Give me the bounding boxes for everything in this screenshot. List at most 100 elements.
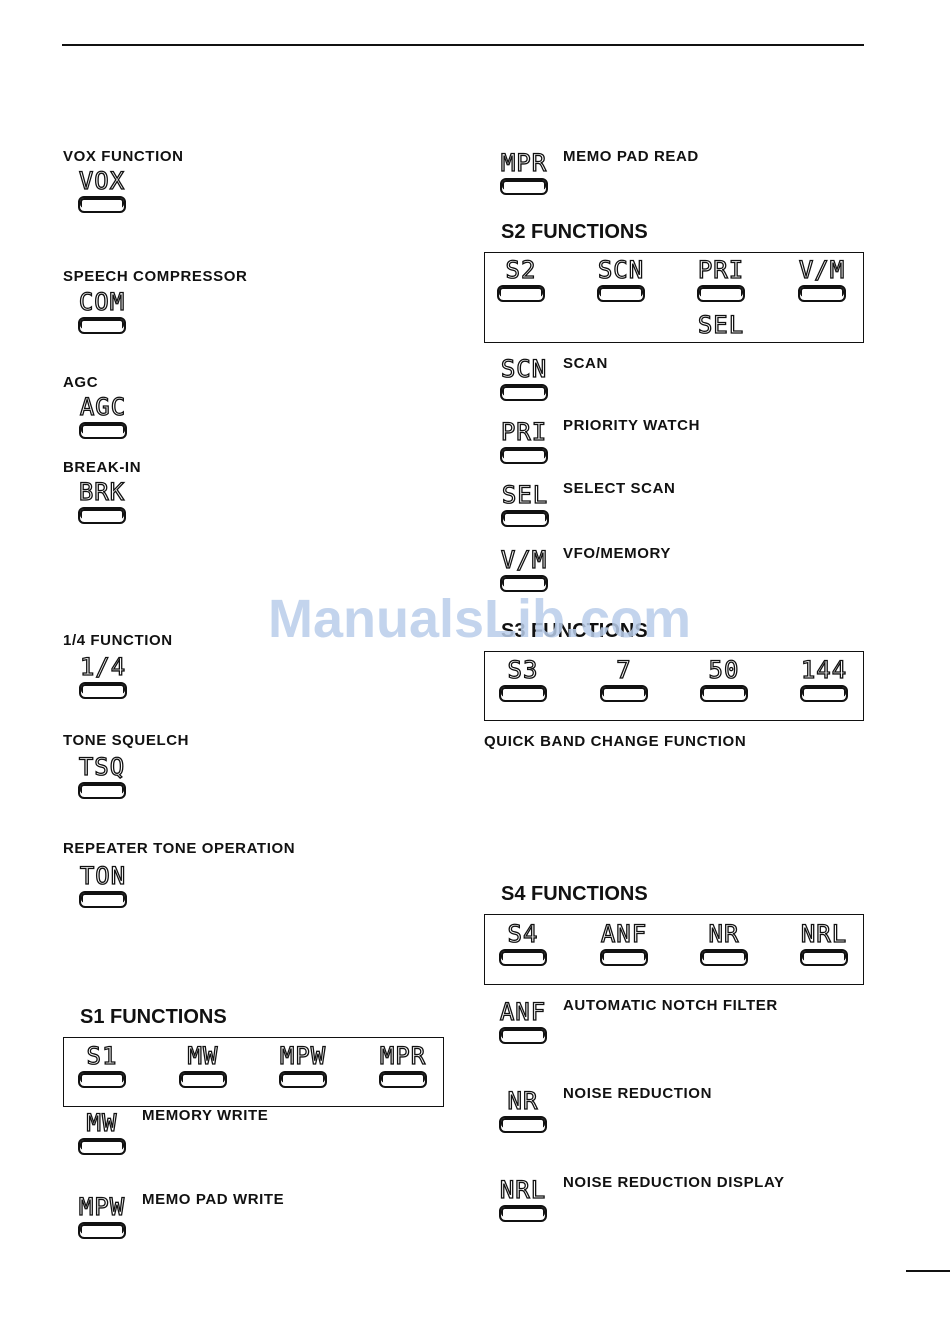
key-display: S1 <box>86 1042 118 1070</box>
ton-key[interactable]: TON <box>75 862 131 908</box>
key-button[interactable] <box>499 685 547 702</box>
key-display: ANF <box>499 998 547 1026</box>
vox-key[interactable]: VOX <box>74 167 130 213</box>
key-display: MPW <box>279 1042 327 1070</box>
scn-key[interactable]: SCN <box>593 256 649 302</box>
vm-key-detail[interactable]: V/M <box>496 546 552 592</box>
mpr-key[interactable]: MPR <box>375 1042 431 1088</box>
key-button[interactable] <box>279 1071 327 1088</box>
key-button[interactable] <box>500 447 548 464</box>
anf-key[interactable]: ANF <box>596 920 652 966</box>
key-display: NR <box>507 1087 539 1115</box>
quarter-key[interactable]: 1/4 <box>75 653 131 699</box>
key-button[interactable] <box>600 685 648 702</box>
key-button[interactable] <box>497 285 545 302</box>
page-corner-rule <box>906 1270 950 1272</box>
key-button[interactable] <box>597 285 645 302</box>
key-display: MPR <box>500 149 548 177</box>
s1-heading: S1 FUNCTIONS <box>80 1006 227 1028</box>
automatic-notch-filter-label: AUTOMATIC NOTCH FILTER <box>563 997 778 1014</box>
key-display: 50 <box>708 656 740 684</box>
key-display: NRL <box>499 1176 547 1204</box>
pri-key[interactable]: PRI <box>693 256 749 302</box>
s1-key[interactable]: S1 <box>74 1042 130 1088</box>
key-display: MW <box>187 1042 219 1070</box>
nrl-key-detail[interactable]: NRL <box>495 1176 551 1222</box>
key-display: VOX <box>78 167 126 195</box>
key-display: MPR <box>379 1042 427 1070</box>
pri-key-detail[interactable]: PRI <box>496 418 552 464</box>
key-button[interactable] <box>697 285 745 302</box>
key-button[interactable] <box>700 685 748 702</box>
scn-key-detail[interactable]: SCN <box>496 355 552 401</box>
s3-key[interactable]: S3 <box>495 656 551 702</box>
s2-function-box: S2 SCN PRI V/M SEL <box>484 252 864 343</box>
key-display: AGC <box>79 393 127 421</box>
brk-key[interactable]: BRK <box>74 478 130 524</box>
vfo-memory-label: VFO/MEMORY <box>563 545 671 562</box>
key-button[interactable] <box>78 1138 126 1155</box>
key-button[interactable] <box>78 1222 126 1239</box>
mpw-key[interactable]: MPW <box>275 1042 331 1088</box>
s4-function-box: S4 ANF NR NRL <box>484 914 864 985</box>
key-display: V/M <box>500 546 548 574</box>
scan-label: SCAN <box>563 355 608 372</box>
speech-compressor-label: SPEECH COMPRESSOR <box>63 268 248 285</box>
key-display: COM <box>78 288 126 316</box>
key-button[interactable] <box>499 949 547 966</box>
key-button[interactable] <box>78 196 126 213</box>
key-display: S2 <box>505 256 537 284</box>
memo-pad-read-label: MEMO PAD READ <box>563 148 699 165</box>
s4-key[interactable]: S4 <box>495 920 551 966</box>
key-button[interactable] <box>600 949 648 966</box>
agc-key[interactable]: AGC <box>75 393 131 439</box>
key-button[interactable] <box>499 1027 547 1044</box>
key-button[interactable] <box>79 422 127 439</box>
key-button[interactable] <box>800 685 848 702</box>
s2-key[interactable]: S2 <box>493 256 549 302</box>
repeater-tone-label: REPEATER TONE OPERATION <box>63 840 296 857</box>
band-50-key[interactable]: 50 <box>696 656 752 702</box>
key-button[interactable] <box>78 1071 126 1088</box>
key-button[interactable] <box>79 891 127 908</box>
key-button[interactable] <box>700 949 748 966</box>
mpw-key-detail[interactable]: MPW <box>74 1193 130 1239</box>
key-button[interactable] <box>501 510 549 527</box>
key-button[interactable] <box>79 682 127 699</box>
nr-key[interactable]: NR <box>696 920 752 966</box>
key-button[interactable] <box>500 178 548 195</box>
memory-write-label: MEMORY WRITE <box>142 1107 269 1124</box>
key-button[interactable] <box>500 575 548 592</box>
tsq-key[interactable]: TSQ <box>74 753 130 799</box>
key-button[interactable] <box>499 1116 547 1133</box>
s2-heading: S2 FUNCTIONS <box>501 221 648 243</box>
mpr-key-detail[interactable]: MPR <box>496 149 552 195</box>
key-button[interactable] <box>379 1071 427 1088</box>
nr-key-detail[interactable]: NR <box>495 1087 551 1133</box>
priority-watch-label: PRIORITY WATCH <box>563 417 701 434</box>
vm-key[interactable]: V/M <box>794 256 850 302</box>
com-key[interactable]: COM <box>74 288 130 334</box>
key-button[interactable] <box>499 1205 547 1222</box>
key-button[interactable] <box>78 317 126 334</box>
band-144-key[interactable]: 144 <box>796 656 852 702</box>
sel-key-detail[interactable]: SEL <box>497 481 553 527</box>
key-display: V/M <box>798 256 846 284</box>
mw-key-detail[interactable]: MW <box>74 1109 130 1155</box>
key-button[interactable] <box>78 782 126 799</box>
nrl-key[interactable]: NRL <box>796 920 852 966</box>
key-button[interactable] <box>500 384 548 401</box>
band-7-key[interactable]: 7 <box>596 656 652 702</box>
quick-band-change-label: QUICK BAND CHANGE FUNCTION <box>484 733 747 750</box>
key-button[interactable] <box>798 285 846 302</box>
s4-heading: S4 FUNCTIONS <box>501 883 648 905</box>
key-display: ANF <box>600 920 648 948</box>
key-display: S4 <box>507 920 539 948</box>
anf-key-detail[interactable]: ANF <box>495 998 551 1044</box>
key-button[interactable] <box>800 949 848 966</box>
key-button[interactable] <box>78 507 126 524</box>
key-button[interactable] <box>179 1071 227 1088</box>
mw-key[interactable]: MW <box>175 1042 231 1088</box>
s3-heading: S3 FUNCTIONS <box>501 620 648 642</box>
memo-pad-write-label: MEMO PAD WRITE <box>142 1191 285 1208</box>
